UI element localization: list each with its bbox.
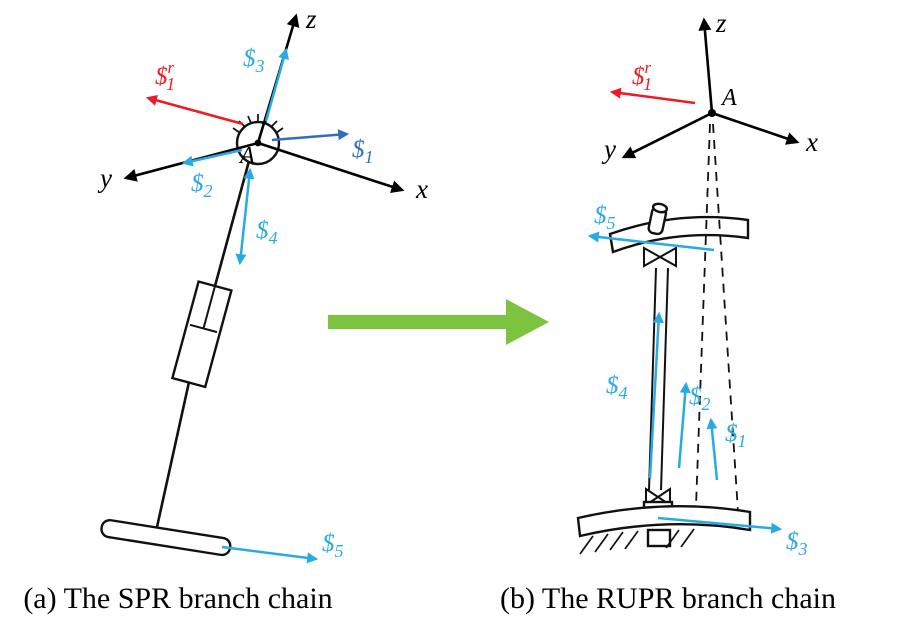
origin-dot-left	[254, 139, 262, 147]
reciprocal-screw-arrow-left	[145, 95, 244, 126]
screw-s3-arrow-left	[264, 47, 289, 122]
origin-label-right: A	[720, 85, 737, 111]
axis-z-right	[698, 17, 714, 114]
revolute-cylinder	[647, 202, 669, 236]
screw-s5-arrow-right	[587, 231, 715, 252]
axis-x-right	[711, 111, 800, 145]
screw-s1-label-left: $1	[352, 136, 374, 167]
base-platform	[576, 505, 752, 538]
leg-link-upper	[213, 160, 251, 287]
screw-s4-label-left: $4	[256, 217, 278, 248]
axis-z-label-right: z	[715, 8, 727, 38]
caption-b: (b) The RUPR branch chain	[500, 582, 836, 615]
piston-crossbar	[189, 323, 218, 334]
axis-y-label-left: y	[97, 163, 112, 193]
origin-dot-right	[708, 109, 716, 117]
axis-x-label-right: x	[805, 127, 818, 157]
transform-arrow-shaft	[328, 315, 506, 329]
screw-s5-label-left: $5	[322, 530, 344, 561]
dashed-construction-line-2	[712, 123, 739, 513]
dashed-construction-line-1	[695, 123, 711, 507]
axis-y-right	[621, 111, 713, 159]
screw-s2-label-left: $2	[191, 170, 213, 201]
prismatic-rod-right-line	[660, 267, 669, 491]
screw-s5-arrow-left	[221, 545, 319, 564]
screw-s3-label-left: $3	[243, 45, 265, 76]
screw-s2-arrow-right	[677, 381, 691, 469]
universal-joint-top	[643, 246, 677, 268]
screw-s1-arrow-left	[271, 129, 350, 142]
screw-s4-label-right: $4	[606, 372, 628, 403]
reciprocal-screw-arrow-right	[609, 87, 696, 105]
screw-s3-arrow-right	[657, 516, 783, 534]
screw-s2-label-right: $2	[689, 383, 711, 414]
screw-s4-arrow-up-left	[243, 167, 255, 218]
base-foot-block	[646, 528, 672, 548]
screw-s4-arrow-right	[648, 311, 665, 479]
screw-s1-label-right: $1	[725, 420, 747, 451]
transform-arrow-head	[506, 299, 549, 345]
axis-y-label-right: y	[601, 134, 616, 164]
screw-s4-arrow-down-left	[235, 216, 247, 266]
caption-a: (a) The SPR branch chain	[23, 582, 332, 615]
foot-link-bar	[100, 518, 232, 557]
axis-x-label-left: x	[415, 174, 428, 204]
ground-hatching	[579, 528, 695, 555]
origin-label-left: A	[238, 143, 255, 169]
prismatic-cylinder	[170, 280, 233, 389]
leg-link-lower	[155, 381, 191, 528]
screw-s2-arrow-left	[181, 148, 243, 167]
screw-s1-arrow-right	[706, 417, 719, 481]
axis-x-left	[257, 141, 405, 193]
axis-z-label-left: z	[305, 4, 317, 34]
screw-s5-label-right: $5	[594, 202, 616, 233]
screw-s3-label-right: $3	[786, 528, 808, 559]
transform-arrow	[328, 299, 549, 345]
cylinder-body	[170, 280, 233, 389]
piston-rod-line	[202, 285, 216, 329]
